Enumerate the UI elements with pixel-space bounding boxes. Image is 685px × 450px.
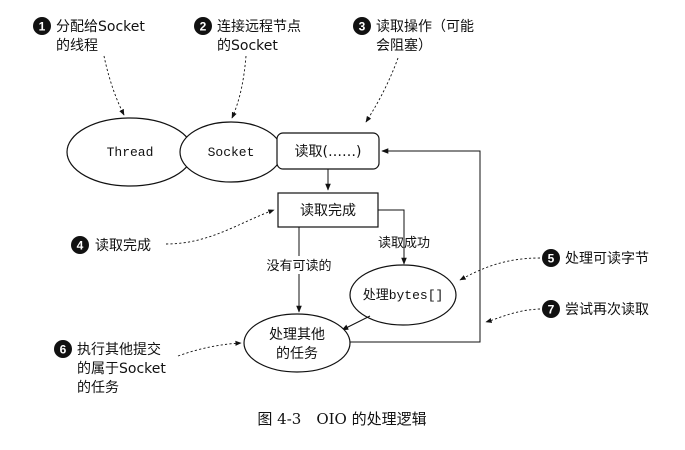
number-badge-5 <box>542 249 560 267</box>
annotation-1-pointer <box>103 55 125 116</box>
annotation-2-line-1: 连接远程节点 <box>217 18 301 35</box>
edge-done-to-process <box>378 209 407 265</box>
number-badge-3-label: 3 <box>359 20 366 34</box>
edge-retry-loop <box>350 148 481 343</box>
annotation-4: 4 读取完成 <box>71 236 151 254</box>
annotation-4-pointer <box>165 209 275 245</box>
process-bytes-code: bytes[] <box>389 288 444 303</box>
number-badge-6-label: 6 <box>60 343 67 357</box>
edge-read-success-label: 读取成功 <box>378 236 430 251</box>
read-done-node <box>277 192 379 228</box>
annotation-7-pointer <box>485 308 541 323</box>
process-bytes-node <box>349 264 457 326</box>
annotation-2-line-2: 的Socket <box>217 38 278 54</box>
number-badge-7-label: 7 <box>548 303 555 317</box>
read-done-label: 读取完成 <box>300 202 356 219</box>
process-bytes-prefix: 处理 <box>363 288 389 303</box>
edge-label-backdrop <box>263 256 335 274</box>
annotation-7: 7 尝试再次读取 <box>542 300 649 318</box>
socket-label: Socket <box>208 145 255 160</box>
annotation-5-pointer <box>459 257 541 281</box>
annotation-6-pointer <box>177 340 242 357</box>
annotation-1-line-2: 的线程 <box>56 38 98 54</box>
other-tasks-line-1: 处理其他 <box>269 327 325 343</box>
number-badge-7 <box>542 300 560 318</box>
annotation-5: 5 处理可读字节 <box>542 249 649 267</box>
number-badge-5-label: 5 <box>548 252 555 266</box>
process-bytes-label: 处理bytes[] <box>363 288 444 303</box>
number-badge-1-label: 1 <box>39 20 46 34</box>
number-badge-2 <box>194 17 212 35</box>
annotation-3-line-2: 会阻塞） <box>376 37 432 54</box>
thread-label: Thread <box>107 145 154 160</box>
annotation-3: 3 读取操作（可能 会阻塞） <box>353 17 474 54</box>
number-badge-4-label: 4 <box>77 239 84 253</box>
edge-process-to-other <box>341 315 371 331</box>
other-tasks-node <box>243 313 351 373</box>
annotation-2: 2 连接远程节点 的Socket <box>194 17 301 54</box>
number-badge-3 <box>353 17 371 35</box>
annotation-4-line-1: 读取完成 <box>95 237 151 254</box>
annotation-1: 1 分配给Socket 的线程 <box>33 17 145 54</box>
annotation-5-line-1: 处理可读字节 <box>565 250 649 267</box>
number-badge-1 <box>33 17 51 35</box>
other-tasks-line-2: 的任务 <box>276 346 318 362</box>
annotation-7-line-1: 尝试再次读取 <box>565 301 649 318</box>
read-label: 读取(……) <box>295 143 362 160</box>
number-badge-2-label: 2 <box>200 20 207 34</box>
number-badge-6 <box>54 340 72 358</box>
annotation-6-line-3: 的任务 <box>77 380 119 396</box>
edge-nothing-readable-label: 没有可读的 <box>266 258 331 274</box>
annotation-3-pointer <box>365 57 399 123</box>
number-badge-4 <box>71 236 89 254</box>
figure-caption: 图 4-3 OIO 的处理逻辑 <box>257 410 426 428</box>
annotation-1-line-1: 分配给Socket <box>56 19 145 35</box>
annotation-2-pointer <box>231 55 247 119</box>
annotation-6-line-1: 执行其他提交 <box>77 341 161 358</box>
annotation-6: 6 执行其他提交 的属于Socket 的任务 <box>54 340 166 396</box>
annotation-6-line-2: 的属于Socket <box>77 361 166 377</box>
annotation-3-line-1: 读取操作（可能 <box>376 18 474 35</box>
